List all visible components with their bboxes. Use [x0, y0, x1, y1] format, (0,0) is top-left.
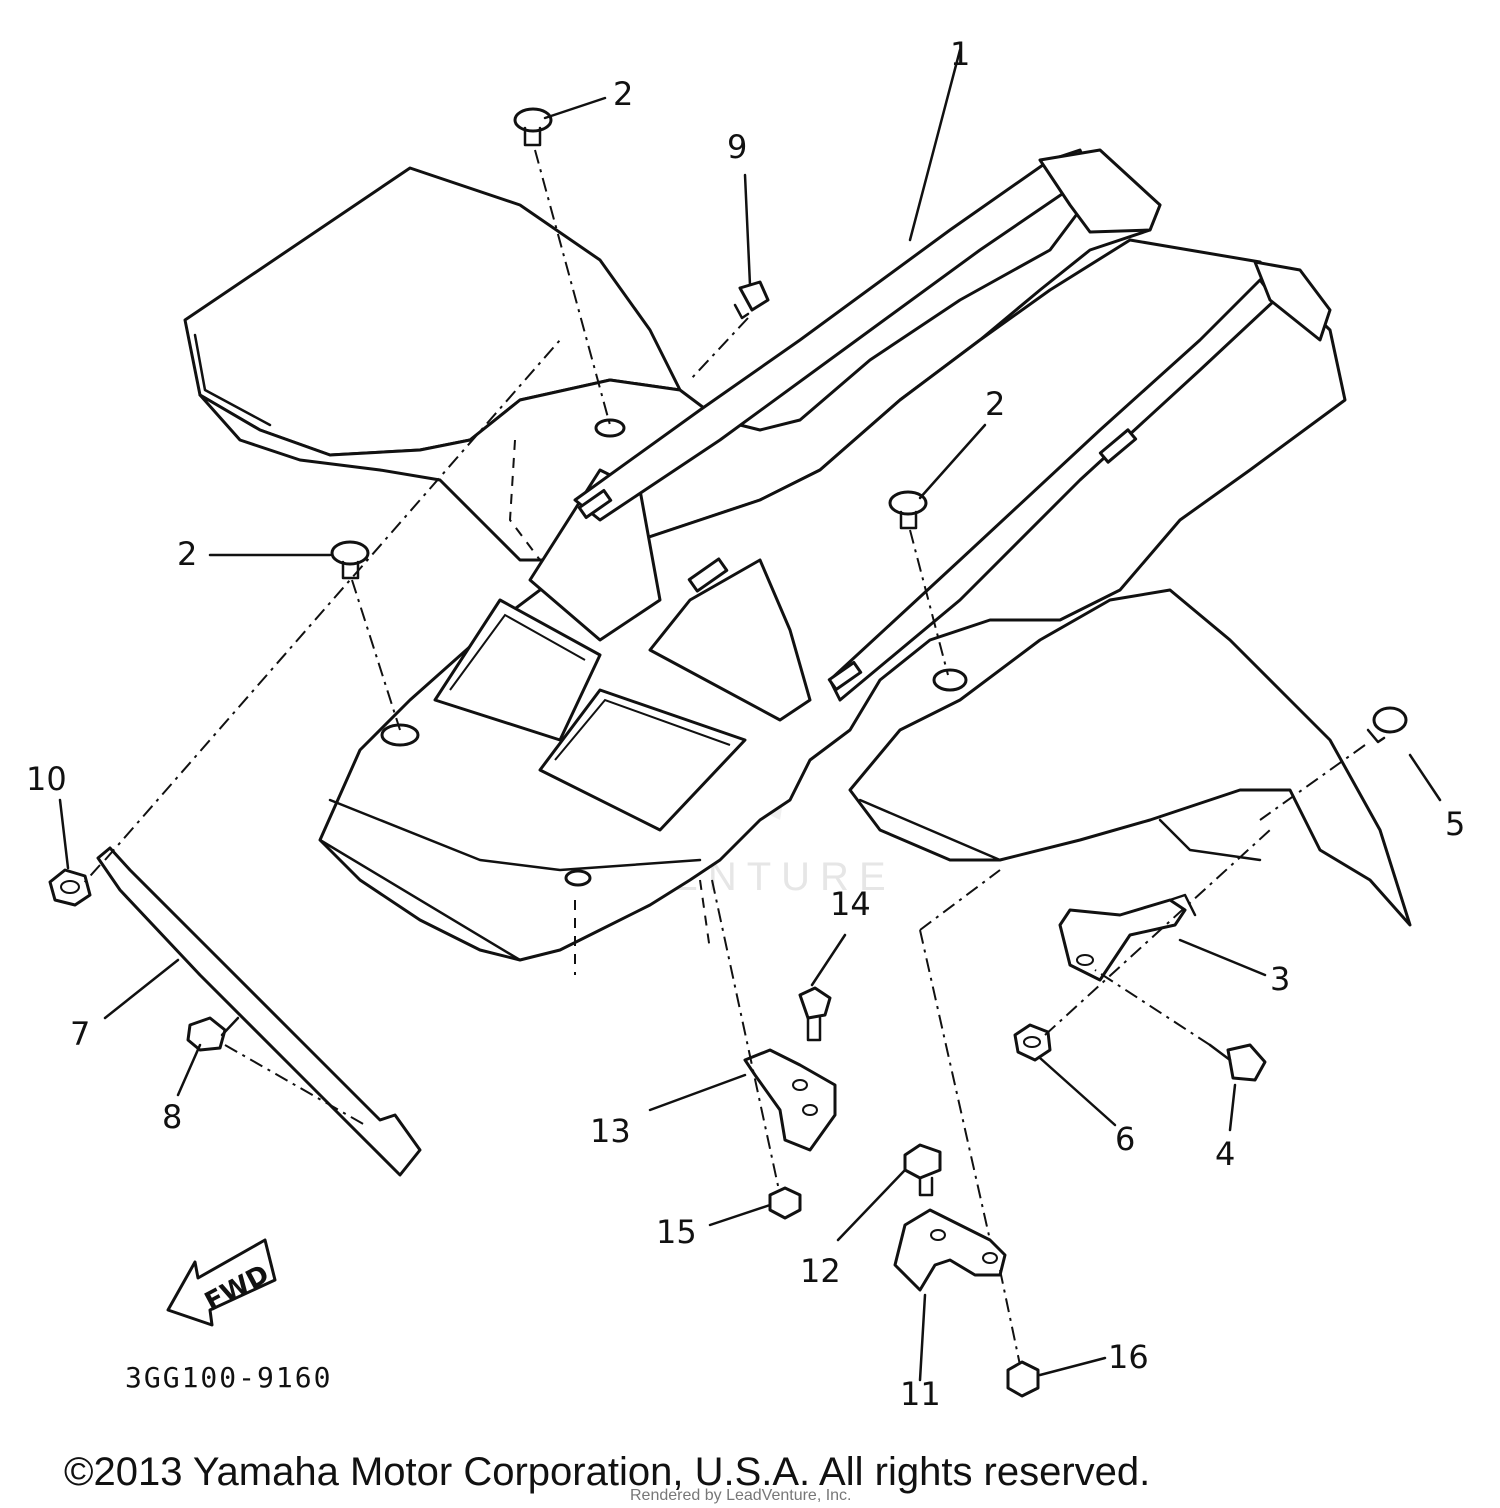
rendered-by-text: Rendered by LeadVenture, Inc.: [630, 1487, 852, 1504]
callout-7: 7: [70, 1015, 90, 1053]
bolt-2-left: [330, 540, 401, 731]
bracket-13: [711, 879, 837, 1196]
bolt-12: [903, 1143, 942, 1197]
callouts: 1 2 2 2 3 4 5 6 7 8 9 10 11 12 13 14 15 …: [26, 35, 1465, 1413]
nut-16: [1006, 1360, 1040, 1398]
leader-lines: [58, 48, 1442, 1382]
callout-12: 12: [800, 1252, 841, 1290]
callout-8: 8: [162, 1098, 182, 1136]
callout-14: 14: [830, 885, 871, 923]
callout-13: 13: [590, 1112, 631, 1150]
callout-10: 10: [26, 760, 67, 798]
callout-9: 9: [727, 128, 747, 166]
nut-6: [1013, 829, 1271, 1062]
bolt-2-right: [888, 490, 949, 676]
callout-11: 11: [900, 1375, 941, 1413]
callout-3: 3: [1270, 960, 1290, 998]
callout-2-right: 2: [985, 385, 1005, 423]
callout-2-top: 2: [613, 75, 633, 113]
callout-4: 4: [1215, 1135, 1235, 1173]
stay-7: [81, 339, 561, 1177]
bolt-9: [689, 280, 770, 381]
rear-fender: [183, 148, 1412, 975]
bracket-11: [893, 869, 1021, 1366]
bolt-14: [798, 986, 832, 1042]
nut-10: [48, 868, 92, 907]
callout-5: 5: [1445, 805, 1465, 843]
bolt-5: [1259, 706, 1408, 821]
copyright-text: ©2013 Yamaha Motor Corporation, U.S.A. A…: [64, 1450, 1150, 1494]
bracket-3: [1058, 893, 1197, 982]
bolt-4: [1094, 969, 1267, 1082]
callout-1: 1: [950, 35, 970, 73]
bolt-2-top: [513, 107, 611, 426]
callout-2-left: 2: [177, 535, 197, 573]
callout-15: 15: [656, 1213, 697, 1251]
fwd-arrow: FWD: [166, 1238, 277, 1327]
nut-15: [768, 1186, 802, 1220]
reference-code: 3GG100-9160: [125, 1361, 332, 1394]
bolt-8: [186, 1016, 366, 1126]
callout-16: 16: [1108, 1338, 1149, 1376]
callout-6: 6: [1115, 1120, 1135, 1158]
